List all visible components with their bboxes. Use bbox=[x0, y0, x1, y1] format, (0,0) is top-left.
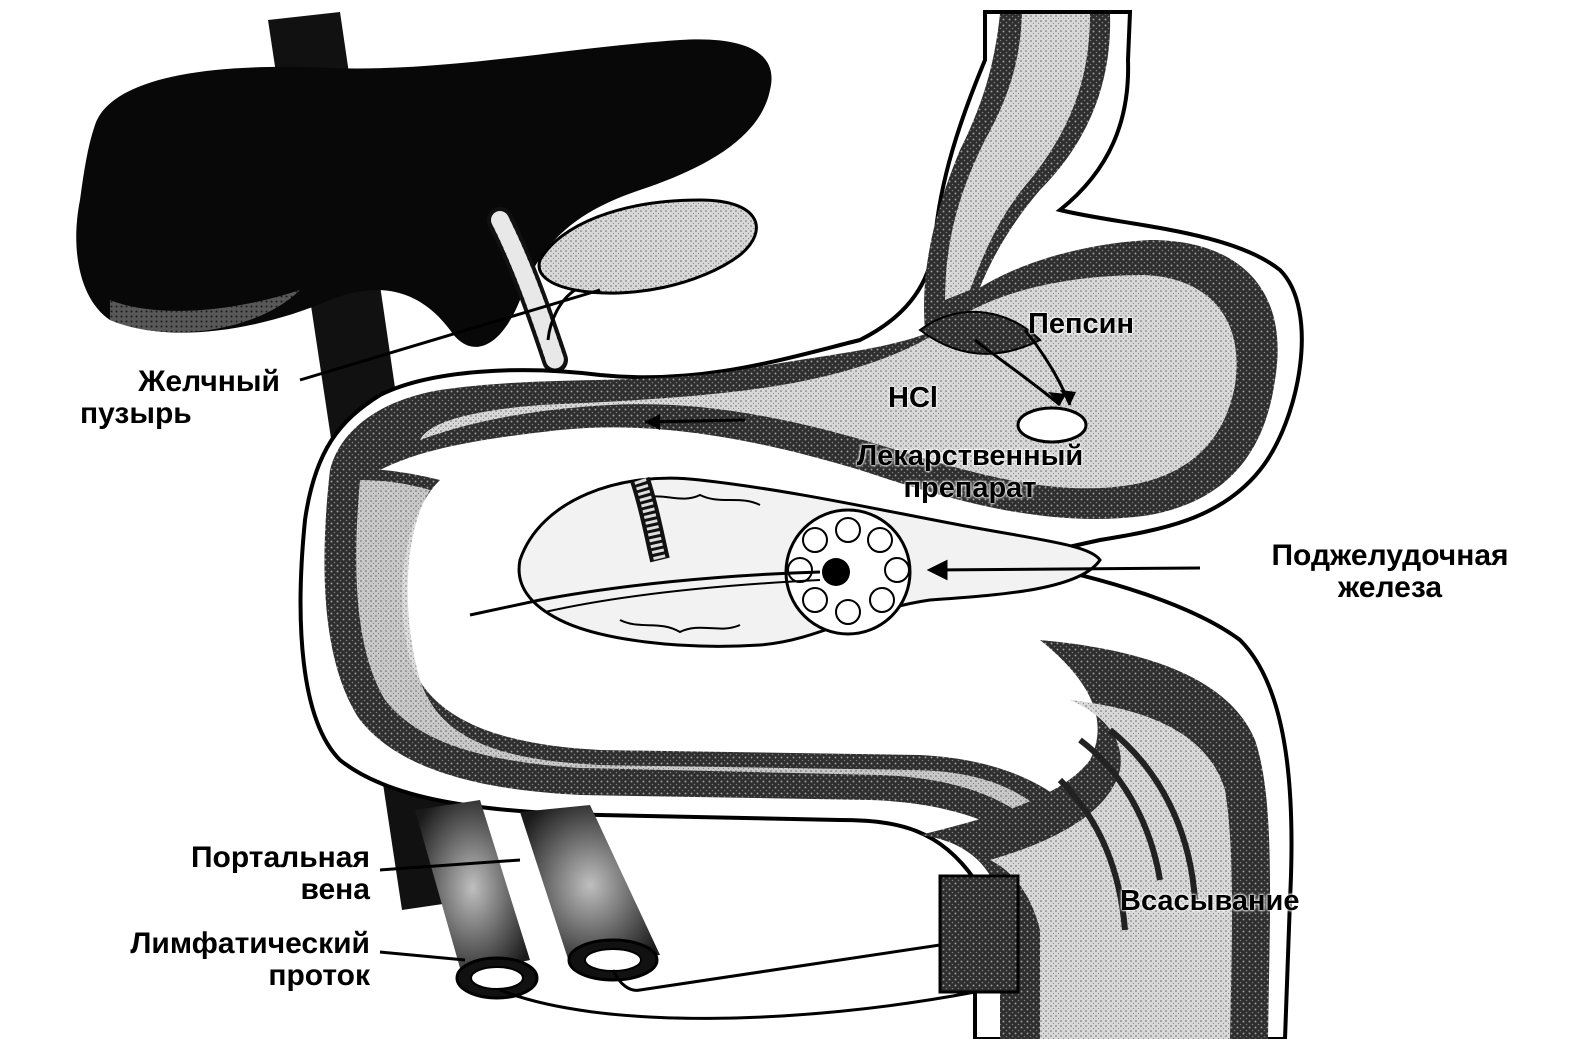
vessel-tubes-icon bbox=[415, 800, 975, 1018]
portal-vein-label-line2: вена bbox=[100, 874, 370, 906]
lymph-duct-label-line1: Лимфатический bbox=[20, 928, 370, 960]
portal-vein-label: Портальная вена bbox=[100, 842, 370, 906]
gallbladder-label-line1: Желчный bbox=[80, 366, 280, 398]
pepsin-label: Пепсин bbox=[1028, 308, 1134, 340]
portal-vein-label-line1: Портальная bbox=[100, 842, 370, 874]
absorption-label: Всасывание bbox=[1120, 885, 1300, 917]
drug-label: Лекарственный препарат bbox=[800, 440, 1140, 504]
pancreas-label-line2: железа bbox=[1215, 572, 1565, 604]
gallbladder-label-line2: пузырь bbox=[80, 398, 280, 430]
drug-label-line2: препарат bbox=[800, 472, 1140, 504]
hcl-label: HCl bbox=[888, 382, 938, 414]
drug-particle bbox=[1018, 408, 1086, 442]
lymph-duct-label-line2: проток bbox=[20, 960, 370, 992]
pancreas-label-line1: Поджелудочная bbox=[1215, 540, 1565, 572]
liver-icon bbox=[76, 39, 771, 347]
drug-label-line1: Лекарственный bbox=[800, 440, 1140, 472]
lymph-duct-label: Лимфатический проток bbox=[20, 928, 370, 992]
pancreas-label: Поджелудочная железа bbox=[1215, 540, 1565, 604]
absorption-block bbox=[940, 876, 1018, 992]
gallbladder-label: Желчный пузырь bbox=[80, 366, 280, 430]
